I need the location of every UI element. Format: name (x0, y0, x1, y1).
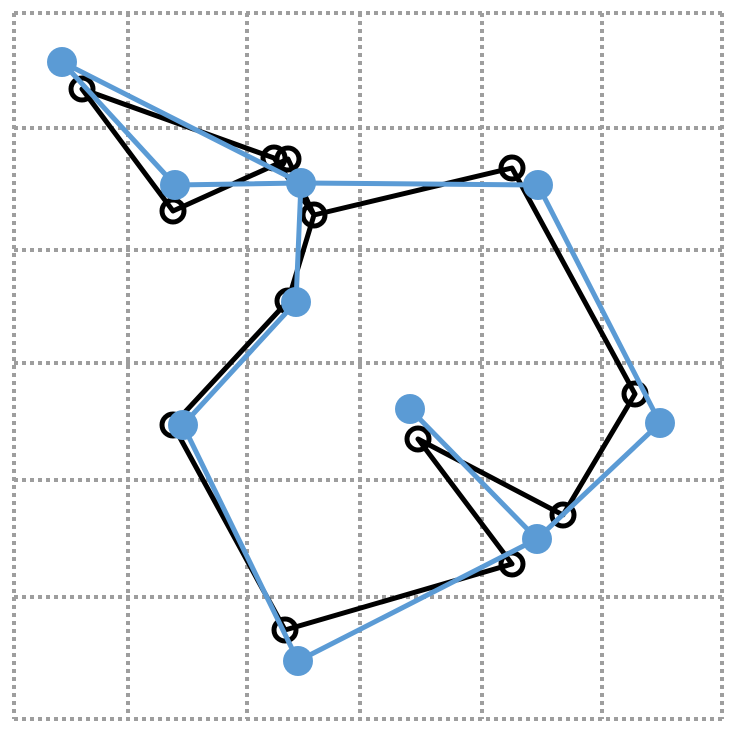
filled-point-marker (522, 524, 552, 554)
filled-point-marker (645, 408, 675, 438)
hollow-point-marker (300, 201, 328, 229)
hollow-point-marker (159, 197, 187, 225)
blue-filled-path-line (59, 59, 663, 664)
hollow-point-marker (274, 145, 302, 173)
filled-point-marker (286, 168, 316, 198)
filled-point-marker (168, 410, 198, 440)
hollow-point-marker (549, 501, 577, 529)
hollow-point-marker (404, 425, 432, 453)
filled-point-marker (395, 394, 425, 424)
dotted-grid (12, 11, 724, 721)
filled-point-marker (47, 47, 77, 77)
filled-point-marker (281, 287, 311, 317)
filled-point-marker (523, 170, 553, 200)
hollow-point-marker (68, 75, 96, 103)
blue-filled-circle-path (47, 47, 675, 676)
filled-point-marker (160, 170, 190, 200)
hollow-point-marker (271, 616, 299, 644)
hollow-point-marker (498, 154, 526, 182)
filled-point-marker (283, 646, 313, 676)
